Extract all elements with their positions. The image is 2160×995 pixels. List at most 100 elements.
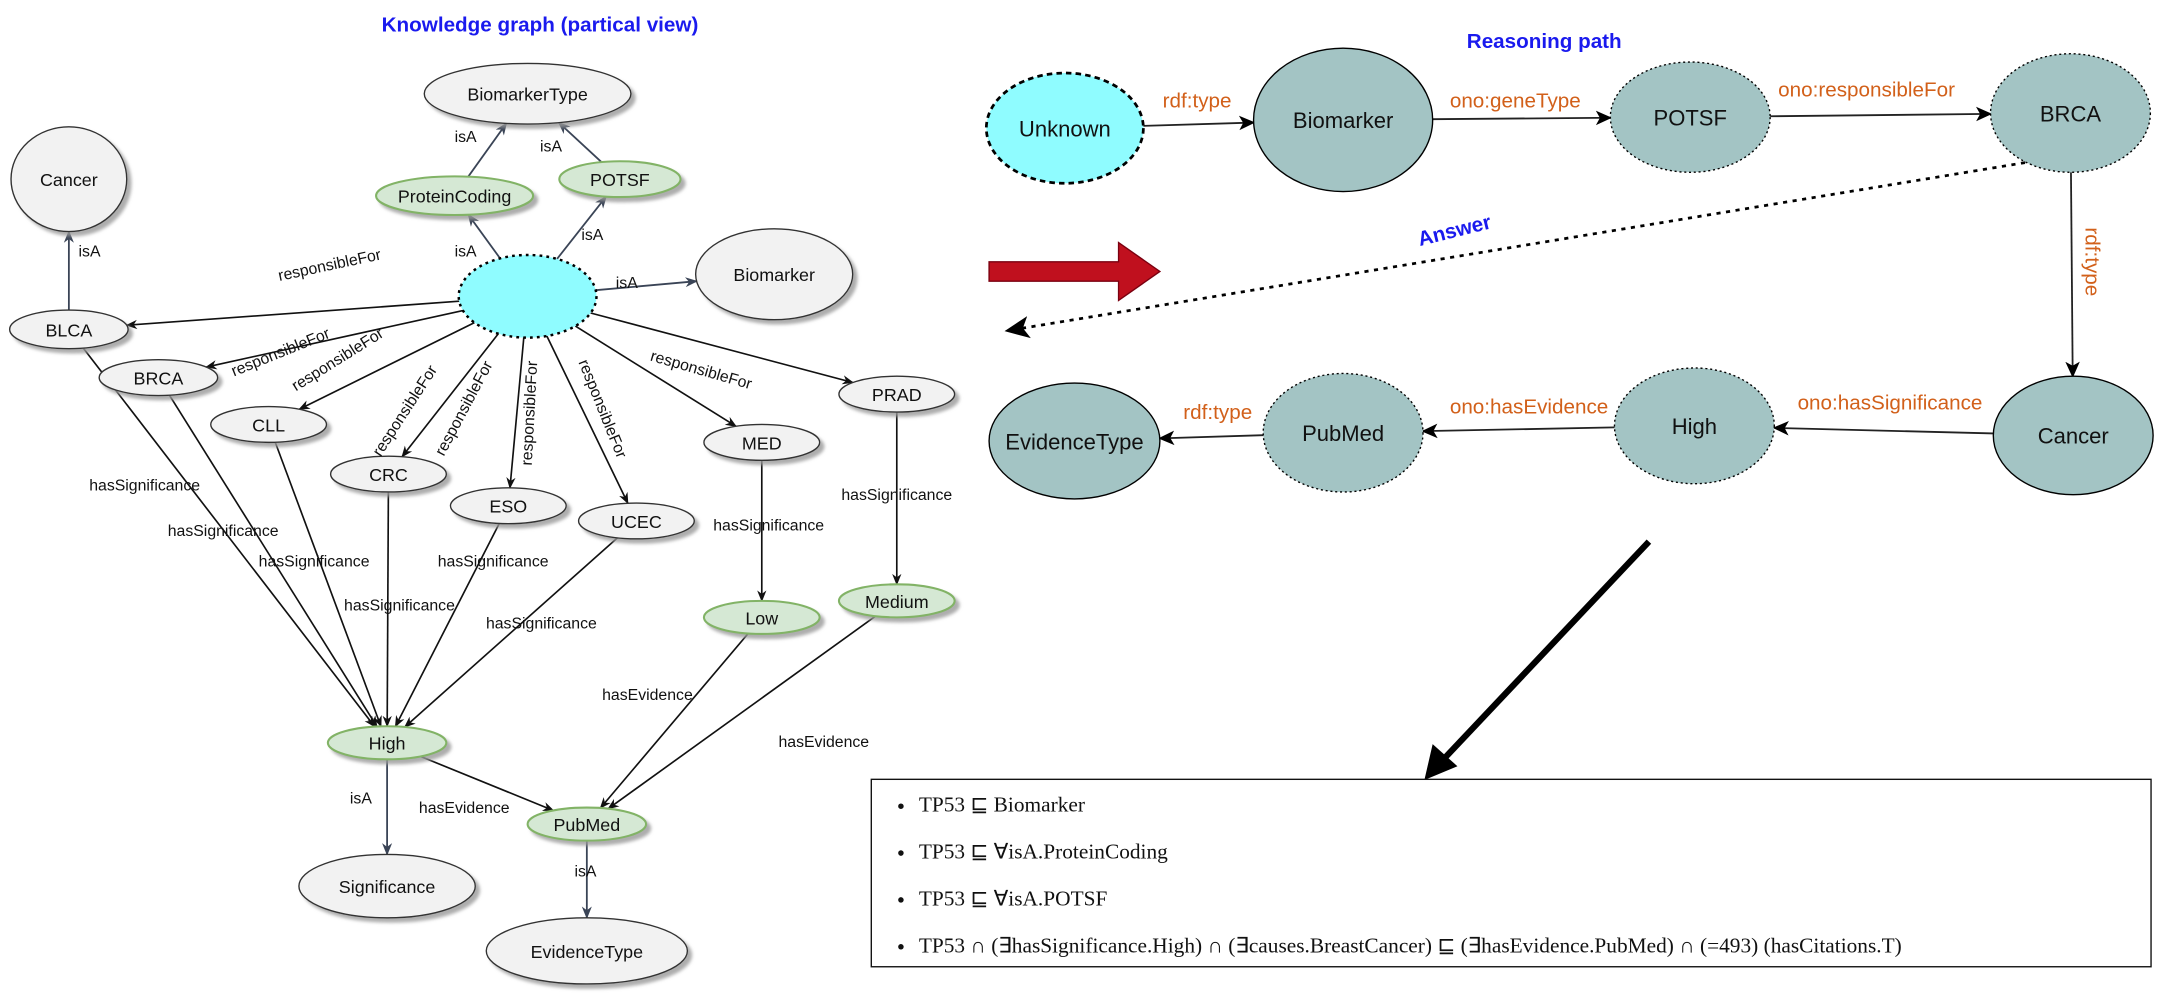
path-node-label: BRCA — [2040, 101, 2102, 126]
edge-center-cll — [298, 321, 475, 411]
axiom-arrowhead — [1424, 744, 1458, 781]
axiom-item: TP53 ⊑ ∀isA.POTSF — [919, 876, 2151, 923]
edge-label-hassignificance: hasSignificance — [344, 598, 455, 615]
path-edge-biomarker-potsf — [1432, 110, 1612, 126]
node-med — [703, 423, 821, 461]
node-medium — [837, 583, 956, 619]
node-label: High — [369, 734, 406, 754]
edge-center-med — [574, 325, 738, 428]
edge-medium-pubmed — [607, 615, 876, 810]
node-brca — [98, 359, 219, 397]
node-label: Significance — [339, 877, 436, 897]
edge-high-pubmed — [420, 755, 555, 812]
node-label: CLL — [252, 415, 285, 435]
edge-label-isa: isA — [79, 243, 101, 260]
edge-label-hassignificance: hasSignificance — [89, 478, 200, 495]
edge-label-isa: isA — [574, 863, 596, 880]
path-edge-unknown-biomarker — [1143, 115, 1256, 131]
path-edge-pubmed-evidencetype — [1158, 430, 1264, 446]
edge-label-responsiblefor: responsibleFor — [370, 362, 442, 460]
edge-center-ucec — [546, 335, 629, 505]
node-ucec — [577, 502, 695, 540]
path-node-cancer — [1992, 375, 2154, 496]
edge-label-responsiblefor: responsibleFor — [432, 358, 496, 459]
node-label: ProteinCoding — [398, 187, 511, 207]
edge-label-responsiblefor: responsibleFor — [519, 360, 541, 466]
axiom-item: TP53 ⊑ ∀isA.ProteinCoding — [919, 830, 2151, 877]
edge-brca-high — [168, 394, 378, 728]
node-biomarker — [694, 228, 854, 321]
edge-label-isa: isA — [455, 129, 477, 146]
edge-center-potsf — [556, 195, 607, 260]
edge-center-brca — [205, 309, 464, 370]
node-cancer — [10, 126, 128, 233]
answer-label: Answer — [1416, 211, 1494, 251]
path-node-potsf — [1609, 61, 1771, 173]
edge-label-hassignificance: hasSignificance — [438, 553, 549, 570]
node-label: BLCA — [45, 320, 92, 340]
edge-center-proteincoding — [467, 213, 501, 259]
edge-label-hassignificance: hasSignificance — [168, 523, 279, 540]
node-prad — [838, 375, 956, 413]
path-node-unknown — [984, 71, 1145, 185]
node-label: BiomarkerType — [467, 85, 587, 105]
path-node-label: EvidenceType — [1005, 429, 1143, 454]
path-node-label: Biomarker — [1293, 108, 1393, 133]
node-eso — [449, 487, 567, 525]
edge-center-prad — [590, 312, 854, 385]
edge-label-hasevidence: hasEvidence — [602, 687, 693, 704]
path-edge-label: rdf:type — [1163, 89, 1232, 112]
node-significance — [298, 853, 476, 919]
node-center — [457, 253, 598, 339]
path-edge-label: rdf:type — [1183, 401, 1252, 424]
node-label: Biomarker — [733, 265, 815, 285]
path-edge-high-pubmed — [1421, 423, 1615, 439]
edge-label-isa: isA — [581, 227, 603, 244]
node-low — [702, 599, 821, 635]
node-high — [326, 725, 448, 761]
edge-label-isa: isA — [616, 275, 638, 292]
path-edge-label: ono:hasEvidence — [1450, 395, 1608, 418]
edge-label-hassignificance: hasSignificance — [259, 553, 370, 570]
node-label: BRCA — [134, 368, 184, 388]
node-proteincoding — [375, 175, 535, 217]
path-node-biomarker — [1252, 47, 1434, 193]
edge-label-responsiblefor: responsibleFor — [648, 348, 754, 393]
path-node-label: POTSF — [1654, 105, 1727, 130]
path-edge-cancer-high — [1772, 420, 1994, 436]
path-edge-label: ono:hasSignificance — [1798, 391, 1983, 414]
edge-proteincoding-biomarkertype — [467, 122, 508, 178]
edge-label-hasevidence: hasEvidence — [778, 734, 869, 751]
node-evidencetype — [485, 917, 689, 985]
edge-low-pubmed — [599, 632, 749, 809]
path-node-label: High — [1672, 414, 1717, 439]
edge-crc-high — [382, 491, 392, 728]
edge-potsf-biomarkertype — [557, 121, 603, 163]
node-blca — [8, 309, 129, 350]
edge-ucec-high — [403, 537, 618, 728]
path-edge-potsf-brca — [1770, 106, 1993, 122]
edge-center-biomarker — [595, 277, 698, 292]
axiom-item: TP53 ⊑ Biomarker — [919, 783, 2151, 830]
path-node-label: Unknown — [1019, 116, 1111, 141]
edge-label-isa: isA — [350, 790, 372, 807]
path-node-high — [1613, 367, 1775, 485]
edge-center-blca — [125, 300, 460, 330]
edge-cll-high — [274, 441, 382, 728]
axiom-box: TP53 ⊑ Biomarker TP53 ⊑ ∀isA.ProteinCodi… — [870, 778, 2152, 968]
path-node-pubmed — [1262, 372, 1424, 493]
edge-blca-high — [82, 347, 376, 728]
edge-eso-high — [394, 523, 501, 728]
red-arrow — [988, 241, 1162, 302]
node-cll — [210, 405, 328, 444]
node-biomarkertype — [423, 62, 632, 125]
reasoning-path-title: Reasoning path — [1467, 30, 1622, 53]
edge-label-isa: isA — [455, 243, 477, 260]
axiom-arrow — [1437, 539, 1652, 766]
edge-label-responsiblefor: responsibleFor — [277, 246, 384, 285]
edge-label-hassignificance: hasSignificance — [713, 518, 824, 535]
edge-center-crc — [401, 333, 499, 458]
node-potsf — [558, 160, 682, 199]
path-node-evidencetype — [988, 382, 1161, 500]
